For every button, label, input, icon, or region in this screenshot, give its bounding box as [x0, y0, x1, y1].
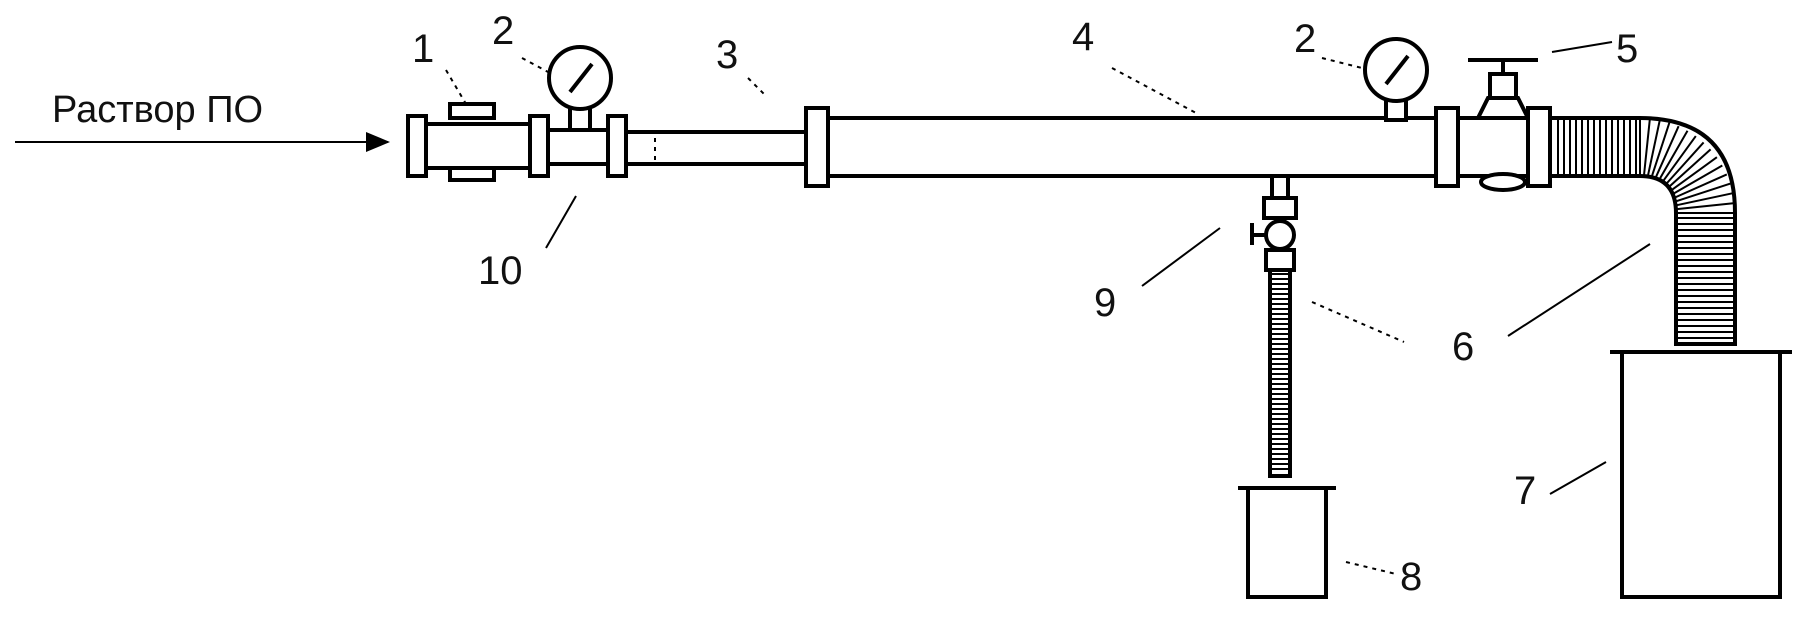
callout-3: 3 — [716, 33, 738, 77]
pressure-gauge-right — [1363, 37, 1429, 122]
sample-tap — [1250, 174, 1298, 272]
callout-4: 4 — [1072, 15, 1094, 59]
callout-6: 6 — [1452, 325, 1474, 369]
corrugated-hose — [1548, 116, 1737, 346]
callout-7: 7 — [1514, 469, 1536, 513]
callout-9: 9 — [1094, 281, 1116, 325]
callout-5: 5 — [1616, 27, 1638, 71]
callout-10: 10 — [478, 249, 523, 293]
hose-corrugation — [1557, 118, 1735, 339]
sample-hose — [1268, 268, 1292, 478]
small-beaker — [1238, 486, 1336, 599]
short-tube-section — [546, 114, 808, 178]
large-tank — [1610, 350, 1792, 599]
leader-lines — [445, 41, 1651, 575]
inlet-label: Раствор ПО — [52, 89, 263, 131]
sample-hose-ribs — [1270, 273, 1290, 470]
callout-2-left: 2 — [492, 9, 514, 53]
pressure-gauge-left — [547, 45, 613, 132]
callout-8: 8 — [1400, 555, 1422, 599]
valve — [1456, 58, 1552, 192]
flowmeter — [406, 102, 550, 182]
main-pipe — [804, 106, 1460, 188]
callout-2-right: 2 — [1294, 17, 1316, 61]
callout-1: 1 — [412, 27, 434, 71]
